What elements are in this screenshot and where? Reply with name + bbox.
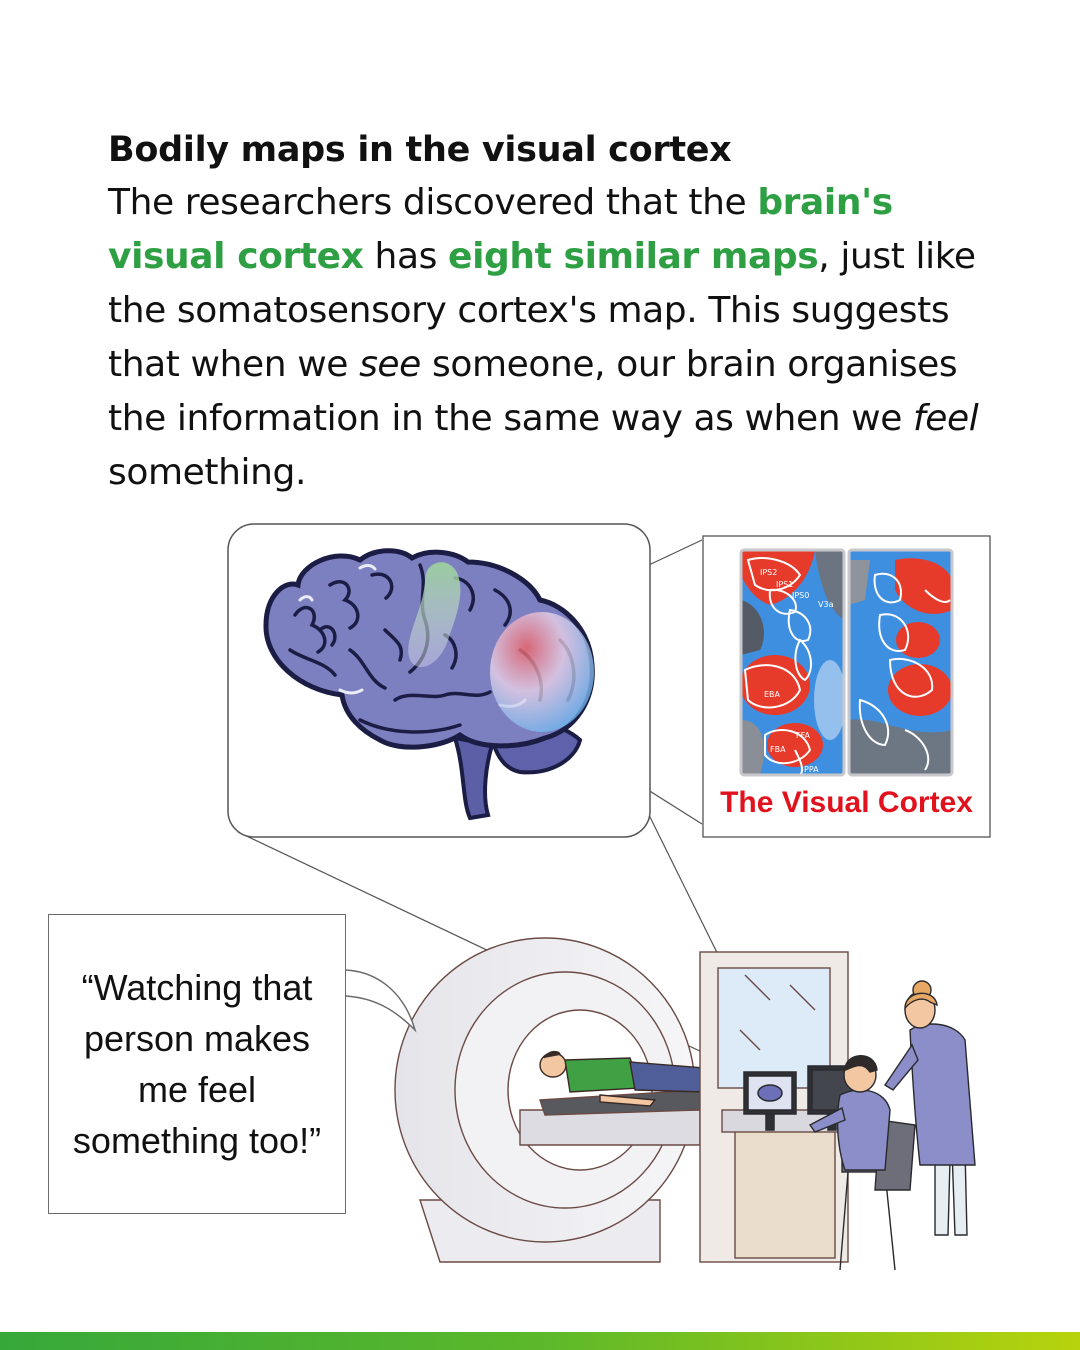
green-region-highlight bbox=[408, 562, 461, 668]
map-label: FFA bbox=[796, 731, 810, 740]
emphasis-feel: feel bbox=[913, 398, 979, 439]
mri-scanner bbox=[394, 937, 701, 1263]
cortex-map-right bbox=[849, 550, 952, 775]
patient bbox=[539, 1050, 706, 1107]
visual-cortex-label: The Visual Cortex bbox=[720, 786, 973, 819]
doctor-standing bbox=[884, 980, 976, 1236]
visual-cortex-highlight bbox=[490, 612, 594, 732]
para-text: , just like the somatosensory cortex's m… bbox=[108, 236, 976, 385]
map-label: IPS0 bbox=[792, 591, 809, 600]
highlight-visual-cortex: brain's visual cortex bbox=[108, 182, 893, 277]
section-heading: Bodily maps in the visual cortex bbox=[108, 130, 732, 170]
map-label: EBA bbox=[764, 690, 781, 699]
bottom-accent-bar bbox=[0, 1332, 1080, 1350]
speech-bubble: “Watching that person makes me feel some… bbox=[48, 914, 346, 1214]
map-label: PPA bbox=[804, 765, 819, 774]
body-paragraph: The researchers discovered that the brai… bbox=[108, 176, 988, 500]
monitor-left bbox=[743, 1071, 797, 1131]
highlight-eight-maps: eight similar maps bbox=[448, 236, 819, 277]
illustration: IPS2 IPS1 IPS0 V3a EBA FBA FFA PPA bbox=[227, 523, 991, 1271]
doctor-seated bbox=[808, 1055, 916, 1271]
text-block: Bodily maps in the visual cortex The res… bbox=[108, 124, 988, 500]
map-label: IPS1 bbox=[776, 580, 793, 589]
map-label: IPS2 bbox=[760, 568, 777, 577]
quote-text: “Watching that person makes me feel some… bbox=[72, 967, 322, 1161]
speech-bubble-tail bbox=[345, 969, 417, 1033]
cortex-map-right-frame bbox=[847, 548, 954, 777]
map-label: FBA bbox=[770, 745, 786, 754]
map-label: V3a bbox=[818, 600, 834, 609]
cortex-map-left-frame bbox=[739, 548, 846, 777]
para-text: has bbox=[363, 236, 449, 277]
para-text: The researchers discovered that the bbox=[108, 182, 758, 223]
para-text: something. bbox=[108, 452, 307, 493]
emphasis-see: see bbox=[359, 344, 421, 385]
cortex-map-left: IPS2 IPS1 IPS0 V3a EBA FBA FFA PPA bbox=[741, 550, 844, 775]
para-text: someone, our brain organises the informa… bbox=[108, 344, 958, 439]
